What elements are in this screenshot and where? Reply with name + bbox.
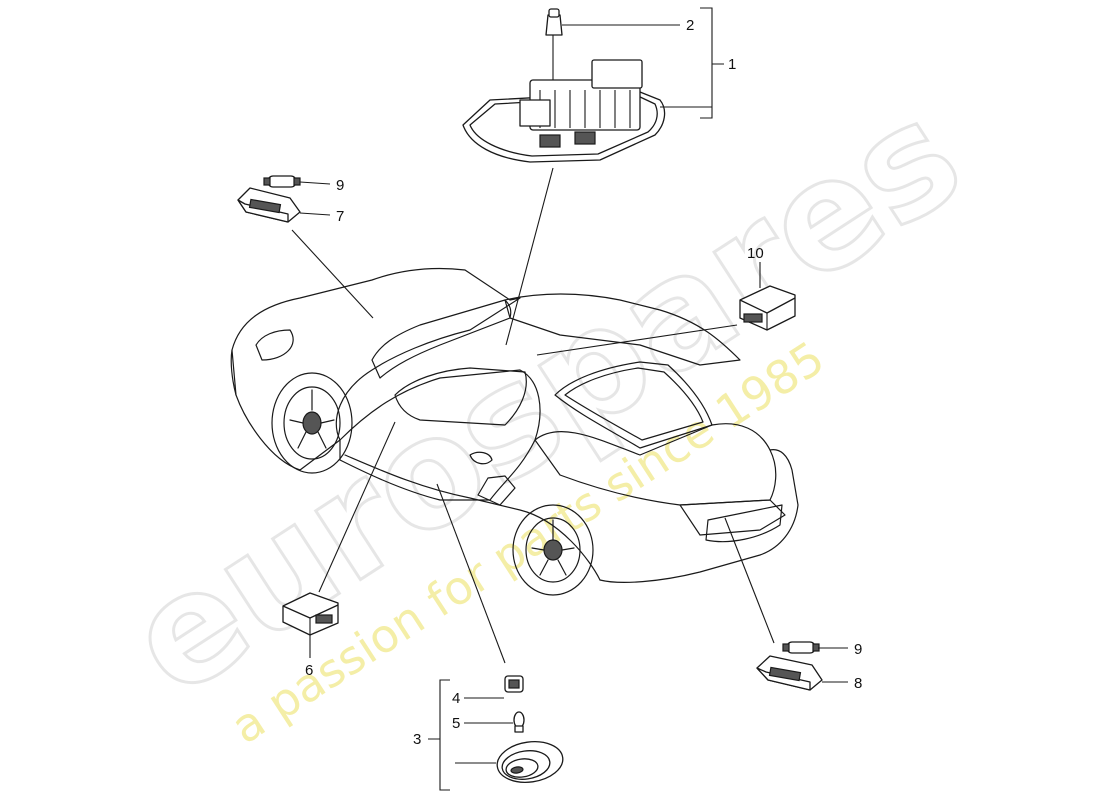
part-6-light [282,592,339,636]
front-wheel [271,372,353,474]
car-intake [477,475,516,506]
rear-wheel [512,504,594,596]
part-1-dome-light [462,59,666,163]
callout-9-upper: 9 [336,177,344,194]
part-4-socket [504,675,524,693]
watermark-brand: eurospares [100,68,990,730]
car-roof [504,293,741,366]
part-9-bulb-upper [263,175,301,188]
callout-9-lower: 9 [854,641,862,658]
part-8-courtesy-light [756,655,823,691]
callout-labels: 1 2 3 4 5 6 7 8 9 9 10 [305,17,862,748]
car-rear-window-inner [564,367,704,441]
part-2-bulb [545,8,563,80]
car-illustration [230,267,799,596]
part-5-bulb [513,711,525,733]
part-3-lamp [496,741,564,783]
part-9-bulb-lower [782,641,820,654]
leader-lines [291,167,775,664]
callout-lines [299,7,848,791]
callout-3: 3 [413,731,421,748]
callout-8: 8 [854,675,862,692]
callout-4: 4 [452,690,460,707]
callout-5: 5 [452,715,460,732]
callout-6: 6 [305,662,313,679]
car-door-handle [469,451,493,465]
car-windshield [371,299,512,379]
callout-10: 10 [747,245,764,262]
part-7-courtesy-light [237,187,301,223]
car-front-panel [230,329,294,396]
callout-2: 2 [686,17,694,34]
part-10-light [739,285,796,331]
car-rear-fascia [679,499,786,536]
callout-1: 1 [728,56,736,73]
callout-7: 7 [336,208,344,225]
car-front-hood [231,267,521,471]
car-rocker [344,454,601,581]
car-side-window [394,367,527,426]
car-rear-window [554,361,713,449]
